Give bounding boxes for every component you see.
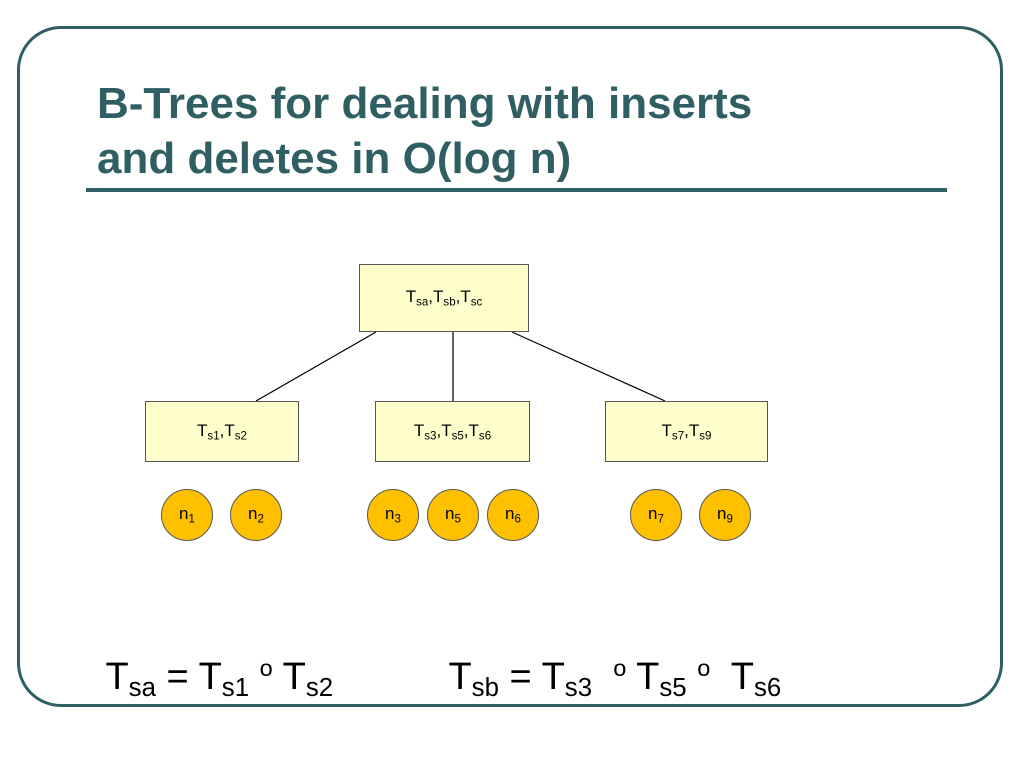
leaf-node-n5: n5 bbox=[427, 489, 479, 541]
symbol-subscript: s5 bbox=[659, 674, 687, 703]
symbol-base: T bbox=[224, 420, 235, 440]
edge-root-left bbox=[255, 331, 377, 402]
separator: , bbox=[219, 420, 225, 440]
leaf-node-n9: n9 bbox=[699, 489, 751, 541]
symbol-subscript: 1 bbox=[188, 513, 195, 526]
root-node: Tsa,Tsb,Tsc bbox=[359, 264, 529, 332]
leaf-label: n2 bbox=[248, 504, 264, 525]
symbol-subscript: s3 bbox=[564, 674, 593, 703]
symbol-subscript: s3 bbox=[424, 430, 437, 443]
child-node-middle: Ts3,Ts5,Ts6 bbox=[375, 401, 530, 462]
symbol-subscript: s1 bbox=[207, 430, 220, 443]
symbol-subscript: s2 bbox=[305, 674, 334, 703]
symbol-base: n bbox=[385, 504, 395, 524]
operator-text bbox=[592, 656, 613, 698]
symbol-subscript: s6 bbox=[754, 674, 782, 703]
symbol-subscript: 5 bbox=[454, 513, 461, 526]
operator-text: = bbox=[155, 655, 199, 698]
symbol-base: n bbox=[179, 504, 189, 524]
symbol-base: T bbox=[730, 655, 754, 698]
edge-root-right bbox=[511, 331, 666, 402]
composition-operator: o bbox=[613, 655, 627, 681]
symbol-subscript: 7 bbox=[657, 513, 664, 526]
symbol-subscript: sa bbox=[416, 296, 429, 309]
composition-operator: o bbox=[697, 655, 711, 681]
operator-text bbox=[687, 656, 698, 698]
leaf-node-n1: n1 bbox=[161, 489, 213, 541]
child-node-right: Ts7,Ts9 bbox=[605, 401, 768, 462]
symbol-base: T bbox=[433, 287, 444, 307]
operator-text bbox=[710, 656, 730, 698]
operator-text: = bbox=[498, 655, 542, 698]
leaf-label: n7 bbox=[648, 504, 664, 525]
composition-operator: o bbox=[259, 655, 273, 681]
operator-text bbox=[626, 656, 636, 698]
symbol-base: n bbox=[248, 504, 258, 524]
symbol-base: T bbox=[198, 655, 222, 698]
symbol-base: T bbox=[197, 420, 208, 440]
leaf-node-n7: n7 bbox=[630, 489, 682, 541]
separator: , bbox=[436, 420, 442, 440]
leaf-label: n1 bbox=[179, 504, 195, 525]
equation-tsa: Tsa = Ts1 o Ts2 bbox=[85, 578, 333, 718]
symbol-subscript: s2 bbox=[234, 430, 247, 443]
symbol-subscript: 9 bbox=[726, 513, 733, 526]
leaf-node-n2: n2 bbox=[230, 489, 282, 541]
symbol-base: T bbox=[413, 420, 425, 440]
symbol-subscript: 3 bbox=[394, 513, 401, 526]
symbol-subscript: s1 bbox=[221, 674, 250, 703]
symbol-subscript: s5 bbox=[451, 430, 464, 443]
symbol-base: T bbox=[661, 420, 672, 440]
symbol-base: T bbox=[468, 420, 479, 440]
leaf-node-n3: n3 bbox=[367, 489, 419, 541]
symbol-subscript: 2 bbox=[257, 513, 264, 526]
leaf-label: n3 bbox=[385, 504, 401, 525]
leaf-label: n9 bbox=[717, 504, 733, 525]
symbol-subscript: s6 bbox=[478, 430, 492, 443]
root-node-label: Tsa,Tsb,Tsc bbox=[406, 287, 483, 308]
slide-title: B-Trees for dealing with inserts and del… bbox=[97, 76, 937, 186]
separator: , bbox=[455, 287, 461, 307]
symbol-base: n bbox=[505, 504, 515, 524]
symbol-subscript: sb bbox=[471, 674, 499, 703]
operator-text bbox=[249, 656, 260, 698]
symbol-subscript: sc bbox=[470, 296, 483, 309]
symbol-base: T bbox=[282, 655, 306, 698]
symbol-subscript: sb bbox=[443, 296, 456, 309]
symbol-base: T bbox=[636, 655, 660, 698]
symbol-base: T bbox=[460, 287, 471, 307]
symbol-subscript: sa bbox=[128, 674, 156, 703]
operator-text bbox=[273, 656, 283, 698]
leaf-node-n6: n6 bbox=[487, 489, 539, 541]
leaf-label: n6 bbox=[505, 504, 521, 525]
equation-tsb-expression: Tsb = Ts3 o Ts5 o Ts6 bbox=[448, 655, 781, 702]
child-node-left-label: Ts1,Ts2 bbox=[197, 421, 247, 442]
leaf-label: n5 bbox=[445, 504, 461, 525]
equation-tsb: Tsb = Ts3 o Ts5 o Ts6 bbox=[428, 578, 781, 718]
symbol-subscript: s9 bbox=[699, 430, 712, 443]
symbol-base: T bbox=[541, 655, 565, 698]
symbol-subscript: 6 bbox=[514, 513, 521, 526]
separator: , bbox=[428, 287, 434, 307]
slide-frame bbox=[17, 26, 1003, 707]
equation-tsa-expression: Tsa = Ts1 o Ts2 bbox=[105, 655, 333, 702]
separator: , bbox=[463, 420, 469, 440]
symbol-base: n bbox=[648, 504, 658, 524]
symbol-base: T bbox=[105, 655, 129, 698]
title-underline bbox=[86, 188, 947, 192]
child-node-right-label: Ts7,Ts9 bbox=[662, 421, 712, 442]
symbol-subscript: s7 bbox=[671, 430, 685, 443]
child-node-middle-label: Ts3,Ts5,Ts6 bbox=[414, 421, 491, 442]
symbol-base: n bbox=[717, 504, 727, 524]
symbol-base: T bbox=[448, 655, 472, 698]
symbol-base: T bbox=[688, 420, 700, 440]
title-line-2: and deletes in O(log n) bbox=[97, 134, 572, 183]
symbol-base: T bbox=[405, 287, 417, 307]
title-line-1: B-Trees for dealing with inserts bbox=[97, 79, 753, 128]
child-node-left: Ts1,Ts2 bbox=[145, 401, 299, 462]
symbol-base: n bbox=[445, 504, 455, 524]
separator: , bbox=[684, 420, 689, 440]
symbol-base: T bbox=[441, 420, 452, 440]
